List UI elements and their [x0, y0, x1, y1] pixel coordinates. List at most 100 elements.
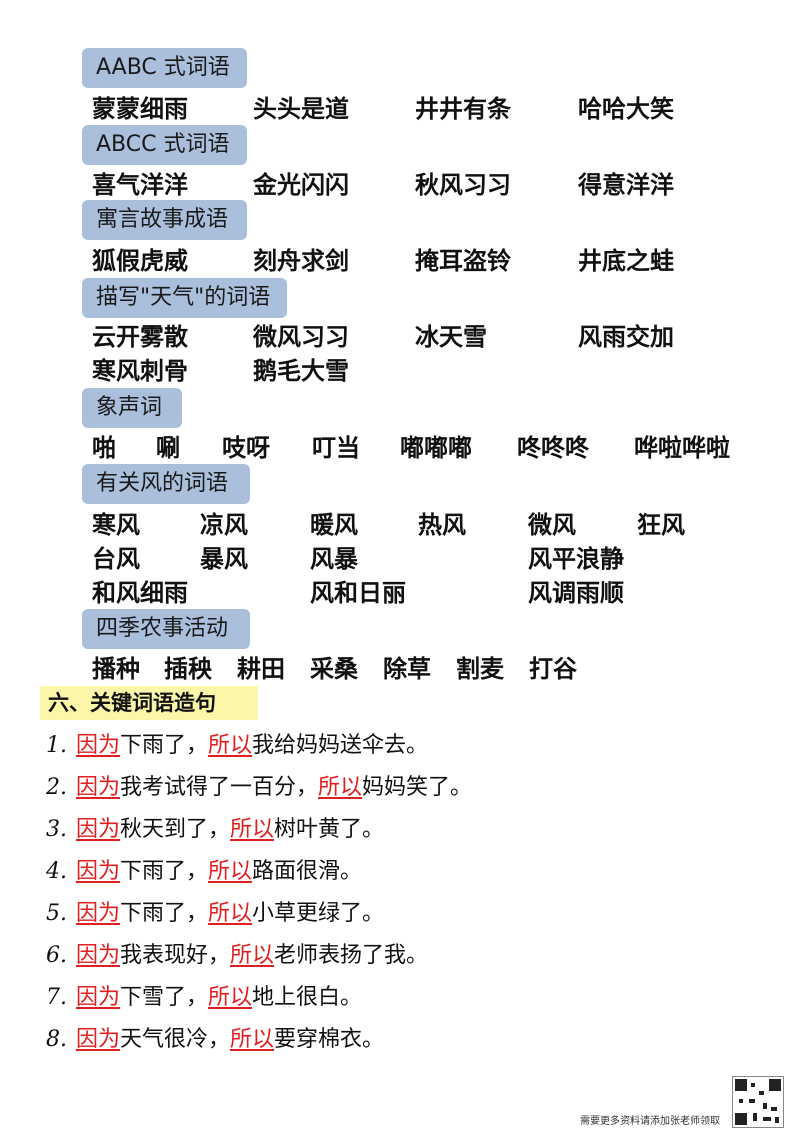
- section-header-abcc: ABCC 式词语: [82, 125, 247, 165]
- keyword-because: 因为: [76, 985, 121, 1010]
- word: 蒙蒙细雨: [92, 94, 188, 123]
- sentence-number: 2.: [46, 775, 67, 800]
- keyword-because: 因为: [76, 733, 121, 758]
- word: 狂风: [637, 510, 685, 539]
- word: 打谷: [529, 654, 577, 683]
- keyword-because: 因为: [76, 859, 121, 884]
- word: 风和日丽: [310, 578, 406, 607]
- clause: 我表现好，: [120, 943, 231, 968]
- clause: 树叶黄了。: [274, 817, 385, 842]
- word: 和风细雨: [92, 578, 188, 607]
- word: 除草: [383, 654, 431, 683]
- word: 播种: [92, 654, 140, 683]
- keyword-because: 因为: [76, 817, 121, 842]
- word: 井底之蛙: [578, 246, 674, 275]
- word: 风暴: [310, 544, 358, 573]
- word: 嘟嘟嘟: [400, 433, 472, 462]
- sentence-number: 7.: [46, 985, 67, 1010]
- word: 耕田: [237, 654, 285, 683]
- section-header-farming: 四季农事活动: [82, 609, 250, 649]
- word: 微风: [528, 510, 576, 539]
- qr-code-icon: [732, 1076, 784, 1128]
- sentence-5: 5. 因为下雨了，所以小草更绿了。: [46, 899, 384, 929]
- sentence-number: 5.: [46, 901, 67, 926]
- clause: 秋天到了，: [120, 817, 231, 842]
- word: 插秧: [164, 654, 212, 683]
- word: 采桑: [310, 654, 358, 683]
- keyword-so: 所以: [318, 775, 363, 800]
- word: 哈哈大笑: [578, 94, 674, 123]
- clause: 下雨了，: [120, 901, 209, 926]
- word: 金光闪闪: [253, 170, 349, 199]
- word: 吱呀: [222, 433, 270, 462]
- word: 头头是道: [253, 94, 349, 123]
- word: 风雨交加: [578, 322, 674, 351]
- keyword-because: 因为: [76, 775, 121, 800]
- word: 微风习习: [253, 322, 349, 351]
- clause: 下雨了，: [120, 859, 209, 884]
- sentence-6: 6. 因为我表现好，所以老师表扬了我。: [46, 941, 428, 971]
- word: 寒风: [92, 510, 140, 539]
- word: 咚咚咚: [517, 433, 589, 462]
- sentence-number: 8.: [46, 1027, 67, 1052]
- keyword-so: 所以: [230, 817, 275, 842]
- clause: 要穿棉衣。: [274, 1027, 385, 1052]
- key-section-title: 六、关键词语造句: [40, 686, 258, 720]
- word: 喜气洋洋: [92, 170, 188, 199]
- word: 秋风习习: [415, 170, 511, 199]
- word: 寒风刺骨: [92, 356, 188, 385]
- word: 得意洋洋: [578, 170, 674, 199]
- clause: 妈妈笑了。: [362, 775, 473, 800]
- keyword-so: 所以: [230, 943, 275, 968]
- sentence-number: 4.: [46, 859, 67, 884]
- sentence-number: 1.: [46, 733, 67, 758]
- keyword-so: 所以: [208, 733, 253, 758]
- section-header-onomatopoeia: 象声词: [82, 388, 182, 428]
- word: 冰天雪: [415, 322, 487, 351]
- word: 啪: [92, 433, 116, 462]
- sentence-number: 3.: [46, 817, 67, 842]
- word: 暖风: [310, 510, 358, 539]
- clause: 下雨了，: [120, 733, 209, 758]
- word: 哗啦哗啦: [634, 433, 730, 462]
- sentence-7: 7. 因为下雪了，所以地上很白。: [46, 983, 362, 1013]
- word: 刻舟求剑: [253, 246, 349, 275]
- word: 云开雾散: [92, 322, 188, 351]
- word: 风平浪静: [528, 544, 624, 573]
- word: 热风: [418, 510, 466, 539]
- keyword-because: 因为: [76, 943, 121, 968]
- section-header-wind: 有关风的词语: [82, 464, 250, 504]
- word: 鹅毛大雪: [253, 356, 349, 385]
- word: 凉风: [200, 510, 248, 539]
- sentence-1: 1. 因为下雨了，所以我给妈妈送伞去。: [46, 731, 428, 761]
- keyword-so: 所以: [208, 985, 253, 1010]
- word: 割麦: [456, 654, 504, 683]
- word: 唰: [156, 433, 180, 462]
- clause: 天气很冷，: [120, 1027, 231, 1052]
- keyword-so: 所以: [208, 901, 253, 926]
- clause: 地上很白。: [252, 985, 363, 1010]
- sentence-8: 8. 因为天气很冷，所以要穿棉衣。: [46, 1025, 384, 1055]
- word: 叮当: [312, 433, 360, 462]
- word: 井井有条: [415, 94, 511, 123]
- section-header-fable: 寓言故事成语: [82, 200, 247, 240]
- section-header-weather: 描写"天气"的词语: [82, 278, 287, 318]
- keyword-because: 因为: [76, 901, 121, 926]
- clause: 小草更绿了。: [252, 901, 385, 926]
- keyword-so: 所以: [208, 859, 253, 884]
- sentence-number: 6.: [46, 943, 67, 968]
- clause: 老师表扬了我。: [274, 943, 429, 968]
- word: 狐假虎威: [92, 246, 188, 275]
- sentence-2: 2.因为我考试得了一百分，所以妈妈笑了。: [46, 773, 472, 803]
- clause: 路面很滑。: [252, 859, 363, 884]
- clause: 下雪了，: [120, 985, 209, 1010]
- section-header-aabc: AABC 式词语: [82, 48, 247, 88]
- sentence-4: 4. 因为下雨了，所以路面很滑。: [46, 857, 362, 887]
- keyword-so: 所以: [230, 1027, 275, 1052]
- footer-note: 需要更多资料请添加张老师领取: [580, 1116, 720, 1127]
- clause: 我给妈妈送伞去。: [252, 733, 429, 758]
- word: 暴风: [200, 544, 248, 573]
- sentence-3: 3. 因为秋天到了，所以树叶黄了。: [46, 815, 384, 845]
- word: 掩耳盗铃: [415, 246, 511, 275]
- keyword-because: 因为: [76, 1027, 121, 1052]
